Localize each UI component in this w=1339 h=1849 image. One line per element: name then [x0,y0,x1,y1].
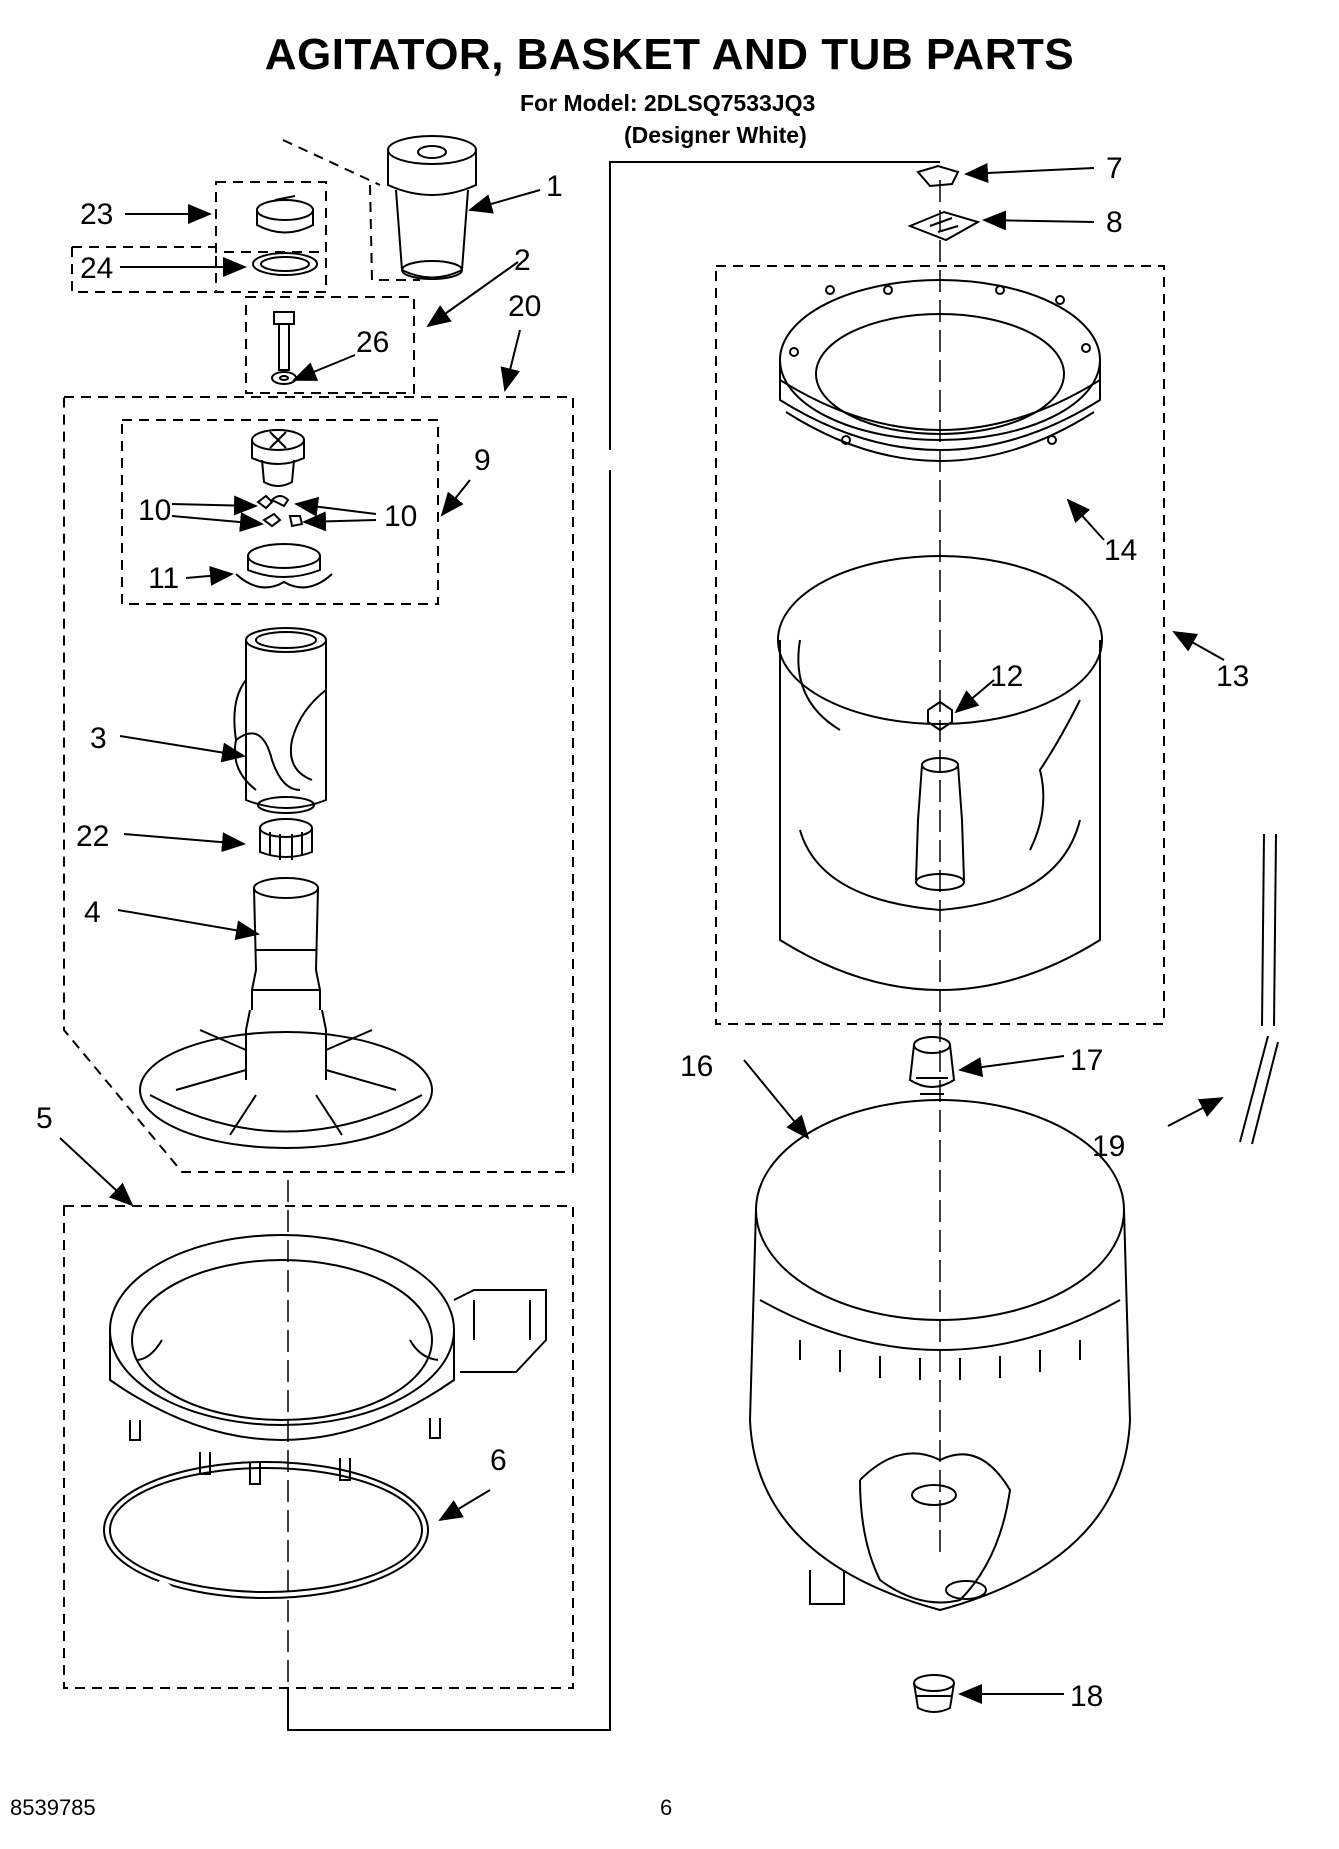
callout-18: 18 [1070,1680,1103,1713]
spin-basket-part-13 [777,555,1103,991]
bracket-part-8 [907,210,981,242]
leader-lines [59,162,1225,1704]
callout-10-left: 10 [138,494,171,527]
callout-13: 13 [1216,660,1249,693]
model-line: For Model: 2DLSQ7533JQ3 [520,90,816,116]
callout-1: 1 [546,170,563,203]
group-box-2 [245,296,415,394]
hose-part-19 [1239,833,1279,1145]
outer-tub-part-16 [748,1099,1132,1612]
agitator-base-part-4 [139,877,433,1149]
bolt-part-2 [271,311,297,385]
callout-5: 5 [36,1102,53,1135]
agitator-dogs-part-10 [256,494,304,528]
callout-7: 7 [1106,152,1123,185]
callout-16: 16 [680,1050,713,1083]
callout-4: 4 [84,896,101,929]
drive-hub-part-17 [908,1036,956,1095]
balance-ring-part-14 [779,279,1101,462]
group-box-20 [63,396,574,1173]
document-number: 8539785 [10,1795,96,1820]
callout-8: 8 [1106,206,1123,239]
callout-19: 19 [1092,1130,1125,1163]
clip-part-7 [916,164,960,188]
callout-20: 20 [508,290,541,323]
callout-10-right: 10 [384,500,417,533]
agitator-barrel-part-3 [233,627,327,814]
callout-14: 14 [1104,534,1137,567]
callout-26: 26 [356,326,389,359]
tub-ring-part-5 [109,1234,547,1485]
softener-dispenser-part-1 [387,135,477,280]
callout-11: 11 [148,562,179,595]
group-box-23 [215,181,327,253]
page-title: AGITATOR, BASKET AND TUB PARTS [264,30,1075,79]
callout-2: 2 [514,244,531,277]
callout-labels: 1 2 3 4 5 6 7 8 9 10 10 11 12 13 14 16 1… [36,152,1249,1713]
drain-plug-part-18 [913,1674,955,1713]
agitator-cam-part-9 [251,429,305,487]
callout-23: 23 [80,198,113,231]
callout-12: 12 [990,660,1023,693]
callout-17: 17 [1070,1044,1103,1077]
group-box-9 [121,419,439,605]
ring-clamp-part-6 [103,1461,429,1599]
seal-ring-part-24 [252,252,318,276]
group-box-5 [63,1205,574,1689]
callout-3: 3 [90,722,107,755]
callout-6: 6 [490,1444,507,1477]
color-line: (Designer White) [624,122,807,148]
callout-22: 22 [76,820,109,853]
cap-part-23 [256,195,314,234]
callout-9: 9 [474,444,491,477]
basket-nut-part-12 [927,700,953,732]
page-number: 6 [660,1795,673,1820]
cam-ring-part-11 [235,543,333,589]
bearing-part-22 [259,818,313,860]
callout-24: 24 [80,252,113,285]
